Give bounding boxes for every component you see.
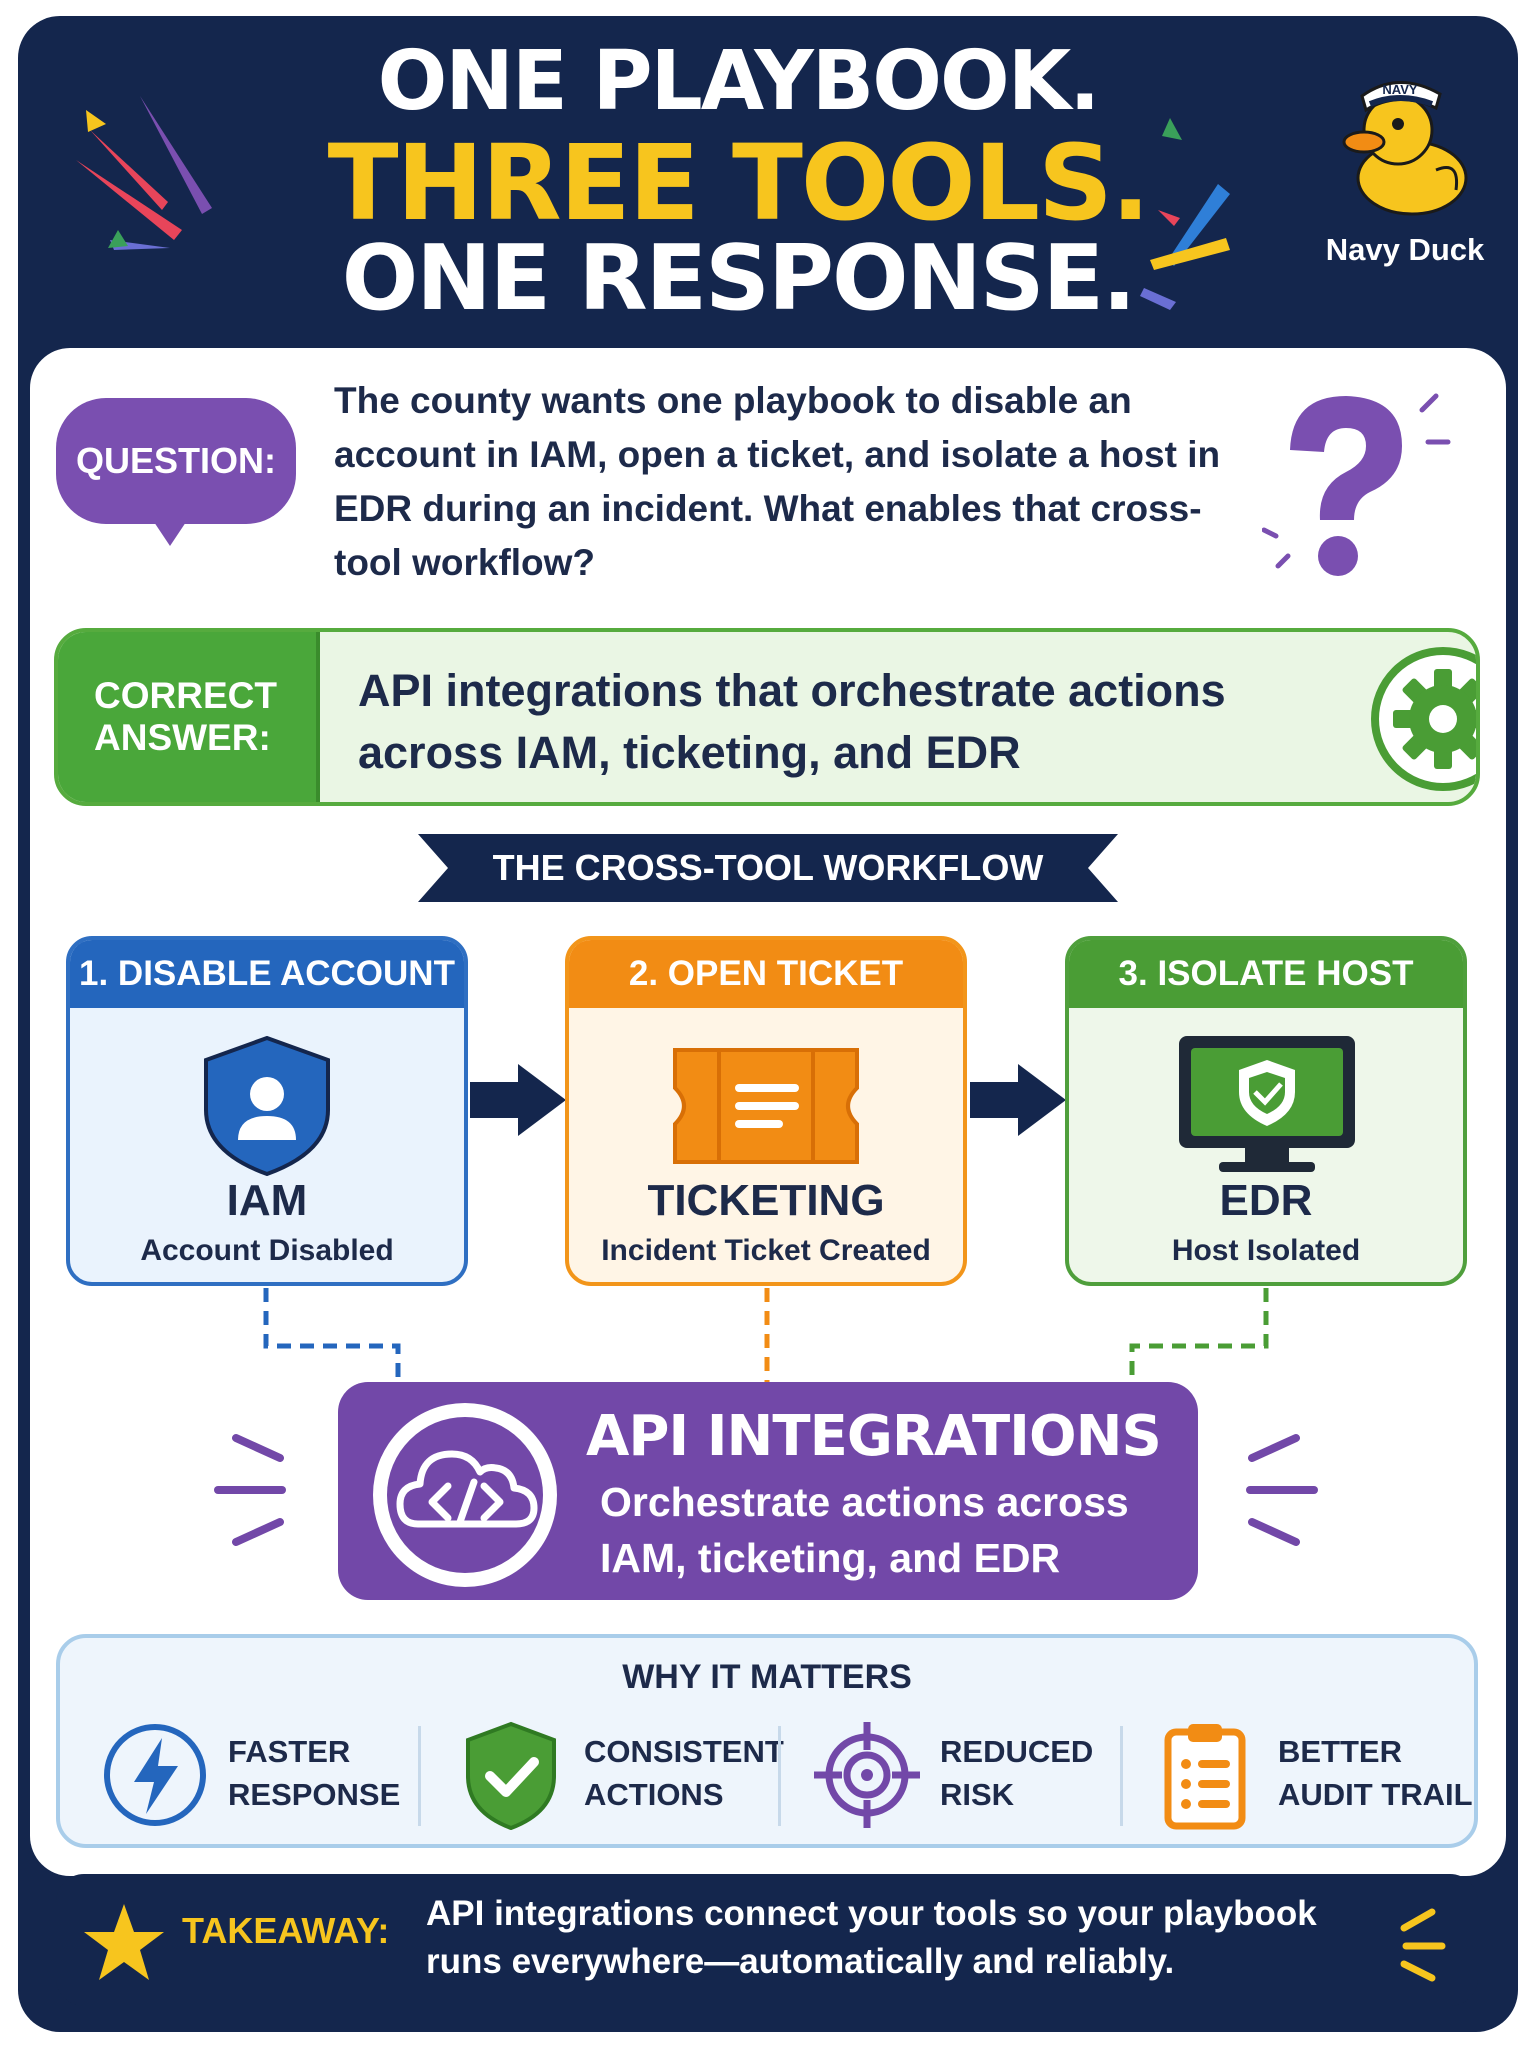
api-subtitle: Orchestrate actions across IAM, ticketin… <box>600 1479 1129 1581</box>
cloud-code-icon <box>373 1403 557 1587</box>
why-divider <box>418 1726 421 1826</box>
shield-check-icon <box>466 1721 556 1830</box>
why-label: FASTER RESPONSE <box>228 1734 401 1812</box>
step-status: Account Disabled <box>140 1234 394 1267</box>
step-isolate-host: 3. ISOLATE HOST EDR Host Isolated <box>1065 936 1467 1286</box>
why-label: REDUCED RISK <box>940 1734 1094 1812</box>
why-item-audit-trail: BETTER AUDIT TRAIL <box>1150 1720 1480 1830</box>
takeaway-text: API integrations connect your tools so y… <box>426 1894 1317 1981</box>
why-divider <box>778 1726 781 1826</box>
headline-line-3: ONE RESPONSE. <box>341 226 1137 331</box>
why-label: CONSISTENT ACTIONS <box>584 1734 784 1812</box>
why-item-faster-response: FASTER RESPONSE <box>100 1720 430 1830</box>
correct-answer-label-2: ANSWER: <box>94 717 271 758</box>
step-status: Host Isolated <box>1171 1234 1361 1267</box>
api-integrations-panel: API INTEGRATIONS Orchestrate actions acr… <box>338 1382 1198 1600</box>
step-tool-name: IAM <box>226 1176 308 1225</box>
question-label: QUESTION: <box>75 440 276 481</box>
navy-duck-mascot-icon: NAVY <box>1342 81 1468 216</box>
question-badge: QUESTION: <box>56 398 296 524</box>
step-open-ticket: 2. OPEN TICKET TICKETING Incident Ticket… <box>565 936 967 1286</box>
question-text: The county wants one playbook to disable… <box>334 380 1221 583</box>
correct-answer-panel: CORRECT ANSWER: API integrations that or… <box>54 628 1480 806</box>
why-label: BETTER AUDIT TRAIL <box>1278 1734 1473 1812</box>
why-divider <box>1120 1726 1123 1826</box>
monitor-shield-icon <box>1179 1036 1355 1172</box>
workflow-banner: THE CROSS-TOOL WORKFLOW <box>418 834 1118 902</box>
question-bubble-tail <box>150 516 190 546</box>
step-header: 1. DISABLE ACCOUNT <box>70 940 464 1008</box>
takeaway-label: TAKEAWAY: <box>182 1910 390 1951</box>
takeaway-panel: TAKEAWAY: API integrations connect your … <box>56 1874 1478 2006</box>
why-title: WHY IT MATTERS <box>622 1658 912 1696</box>
workflow-banner-label: THE CROSS-TOOL WORKFLOW <box>492 847 1044 888</box>
gear-icon <box>1371 647 1476 791</box>
correct-answer-label-1: CORRECT <box>94 675 277 716</box>
header: ONE PLAYBOOK. THREE TOOLS. ONE RESPONSE.… <box>0 0 1536 350</box>
step-header: 3. ISOLATE HOST <box>1069 940 1463 1008</box>
workflow-banner-shape <box>418 834 1118 902</box>
confetti-right-icon <box>1140 118 1230 310</box>
target-icon <box>814 1722 920 1828</box>
star-icon <box>84 1904 164 1980</box>
headline-line-2: THREE TOOLS. <box>327 122 1151 244</box>
why-item-consistent-actions: CONSISTENT ACTIONS <box>456 1720 786 1830</box>
ticket-icon <box>673 1048 859 1164</box>
lightning-icon <box>104 1724 206 1826</box>
why-item-reduced-risk: REDUCED RISK <box>812 1720 1142 1830</box>
clipboard-icon <box>1164 1724 1246 1830</box>
step-header: 2. OPEN TICKET <box>569 940 963 1008</box>
sparkle-icon <box>1400 1908 1446 1982</box>
question-mark-icon <box>1262 393 1451 576</box>
why-it-matters-panel: WHY IT MATTERS FASTER RESPONSE CONSISTEN… <box>56 1634 1478 1848</box>
confetti-left-icon <box>76 96 212 250</box>
step-status: Incident Ticket Created <box>601 1234 931 1267</box>
mascot-label: Navy Duck <box>1325 232 1485 267</box>
step-tool-name: TICKETING <box>647 1176 885 1225</box>
user-shield-icon <box>204 1036 330 1176</box>
step-tool-name: EDR <box>1219 1176 1313 1225</box>
correct-answer-badge: CORRECT ANSWER: <box>58 632 320 802</box>
duck-hat-label: NAVY <box>1382 82 1417 97</box>
headline-line-1: ONE PLAYBOOK. <box>377 34 1101 129</box>
step-disable-account: 1. DISABLE ACCOUNT IAM Account Disabled <box>66 936 468 1286</box>
correct-answer-text: API integrations that orchestrate action… <box>358 665 1226 778</box>
api-title: API INTEGRATIONS <box>586 1404 1162 1469</box>
